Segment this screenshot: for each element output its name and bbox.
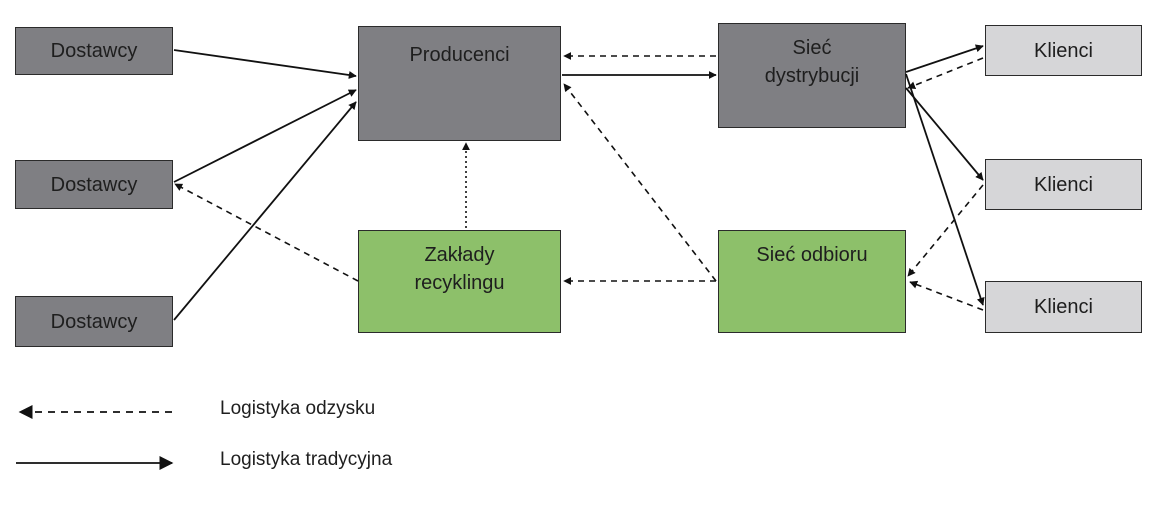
node-producers: Producenci bbox=[358, 26, 561, 141]
node-label: Producenci bbox=[409, 44, 510, 66]
edge-clients-top-to-distribution bbox=[907, 57, 984, 90]
node-label: Zakłady recyklingu bbox=[414, 244, 505, 294]
node-label: Sieć odbioru bbox=[756, 244, 868, 266]
edge-supplier-top-to-producers bbox=[173, 49, 357, 79]
node-label: Klienci bbox=[1034, 173, 1093, 196]
node-clients-top: Klienci bbox=[985, 25, 1142, 76]
edge-distribution-to-clients-top bbox=[905, 44, 984, 73]
node-supplier-mid: Dostawcy bbox=[15, 160, 173, 209]
node-collection-network: Sieć odbioru bbox=[718, 230, 906, 333]
node-label: Dostawcy bbox=[50, 310, 138, 333]
edge-clients-mid-to-collection bbox=[907, 184, 984, 277]
node-label: Sieć dystrybucji bbox=[764, 37, 860, 87]
node-supplier-top: Dostawcy bbox=[15, 27, 173, 75]
node-distribution-network: Sieć dystrybucji bbox=[718, 23, 906, 128]
node-recycling-plants: Zakłady recyklingu bbox=[358, 230, 561, 333]
node-label: Dostawcy bbox=[50, 173, 138, 196]
node-label: Dostawcy bbox=[50, 40, 138, 62]
node-clients-mid: Klienci bbox=[985, 159, 1142, 210]
edge-collection-to-producers bbox=[563, 83, 717, 282]
edge-clients-bottom-to-collection bbox=[909, 280, 984, 311]
edge-supplier-bottom-to-producers bbox=[173, 101, 357, 321]
node-supplier-bottom: Dostawcy bbox=[15, 296, 173, 347]
edge-supplier-mid-to-producers bbox=[173, 89, 357, 183]
node-label: Klienci bbox=[1034, 296, 1093, 318]
legend-reverse-label: Logistyka odzysku bbox=[220, 398, 376, 419]
edge-recycling-to-supplier-mid bbox=[174, 183, 359, 282]
node-label: Klienci bbox=[1034, 39, 1093, 62]
edge-distribution-to-clients-bottom bbox=[905, 73, 985, 306]
node-clients-bottom: Klienci bbox=[985, 281, 1142, 333]
legend-traditional-label: Logistyka tradycyjna bbox=[220, 449, 393, 470]
edge-distribution-to-clients-mid bbox=[905, 87, 984, 181]
